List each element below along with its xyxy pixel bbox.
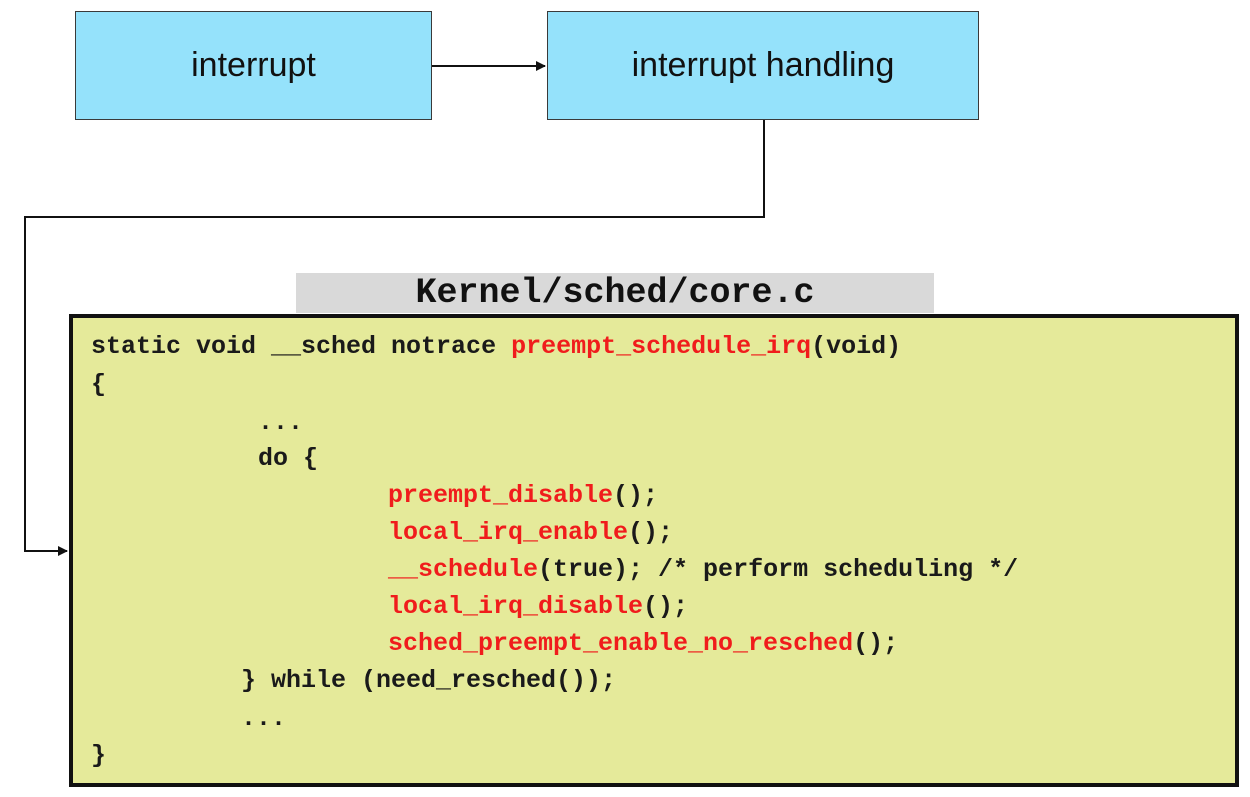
code-line: static void __sched notrace preempt_sche… xyxy=(91,332,1235,362)
code-text: (); xyxy=(853,629,899,658)
code-text: static void __sched notrace xyxy=(91,332,512,361)
code-text: (); xyxy=(613,481,659,510)
code-line: do { xyxy=(258,444,1235,474)
code-text: (true); /* perform scheduling */ xyxy=(538,555,1019,584)
interrupt-label: interrupt xyxy=(191,46,316,84)
code-line: preempt_disable(); xyxy=(388,481,1235,511)
code-line: local_irq_disable(); xyxy=(388,592,1235,622)
function-name: preempt_disable xyxy=(388,481,614,510)
interrupt-handling-box: interrupt handling xyxy=(547,11,979,120)
code-text: (); xyxy=(643,592,689,621)
code-line: } while (need_resched()); xyxy=(241,666,1235,696)
file-path-label: Kernel/sched/core.c xyxy=(296,273,934,313)
arrow-handling-to-code xyxy=(24,120,765,556)
code-line: sched_preempt_enable_no_resched(); xyxy=(388,629,1235,659)
code-line: ... xyxy=(258,408,1235,438)
code-line: ... xyxy=(241,704,1235,734)
code-text: { xyxy=(91,370,107,399)
function-name: sched_preempt_enable_no_resched xyxy=(388,629,854,658)
function-name: local_irq_disable xyxy=(388,592,644,621)
code-text: (void) xyxy=(811,332,902,361)
code-text: ... xyxy=(258,408,304,437)
code-line: local_irq_enable(); xyxy=(388,518,1235,548)
code-text: do { xyxy=(258,444,319,473)
code-text: } while (need_resched()); xyxy=(241,666,617,695)
code-panel: static void __sched notrace preempt_sche… xyxy=(69,314,1239,787)
code-text: } xyxy=(91,741,107,770)
function-name: local_irq_enable xyxy=(388,518,629,547)
code-line: __schedule(true); /* perform scheduling … xyxy=(388,555,1235,585)
interrupt-handling-label: interrupt handling xyxy=(631,46,895,84)
function-name: preempt_schedule_irq xyxy=(511,332,812,361)
code-text: (); xyxy=(628,518,674,547)
interrupt-box: interrupt xyxy=(75,11,432,120)
code-line: } xyxy=(91,741,1235,771)
code-line: { xyxy=(91,370,1235,400)
file-path-text: Kernel/sched/core.c xyxy=(415,273,815,313)
code-text: ... xyxy=(241,704,287,733)
function-name: __schedule xyxy=(388,555,539,584)
